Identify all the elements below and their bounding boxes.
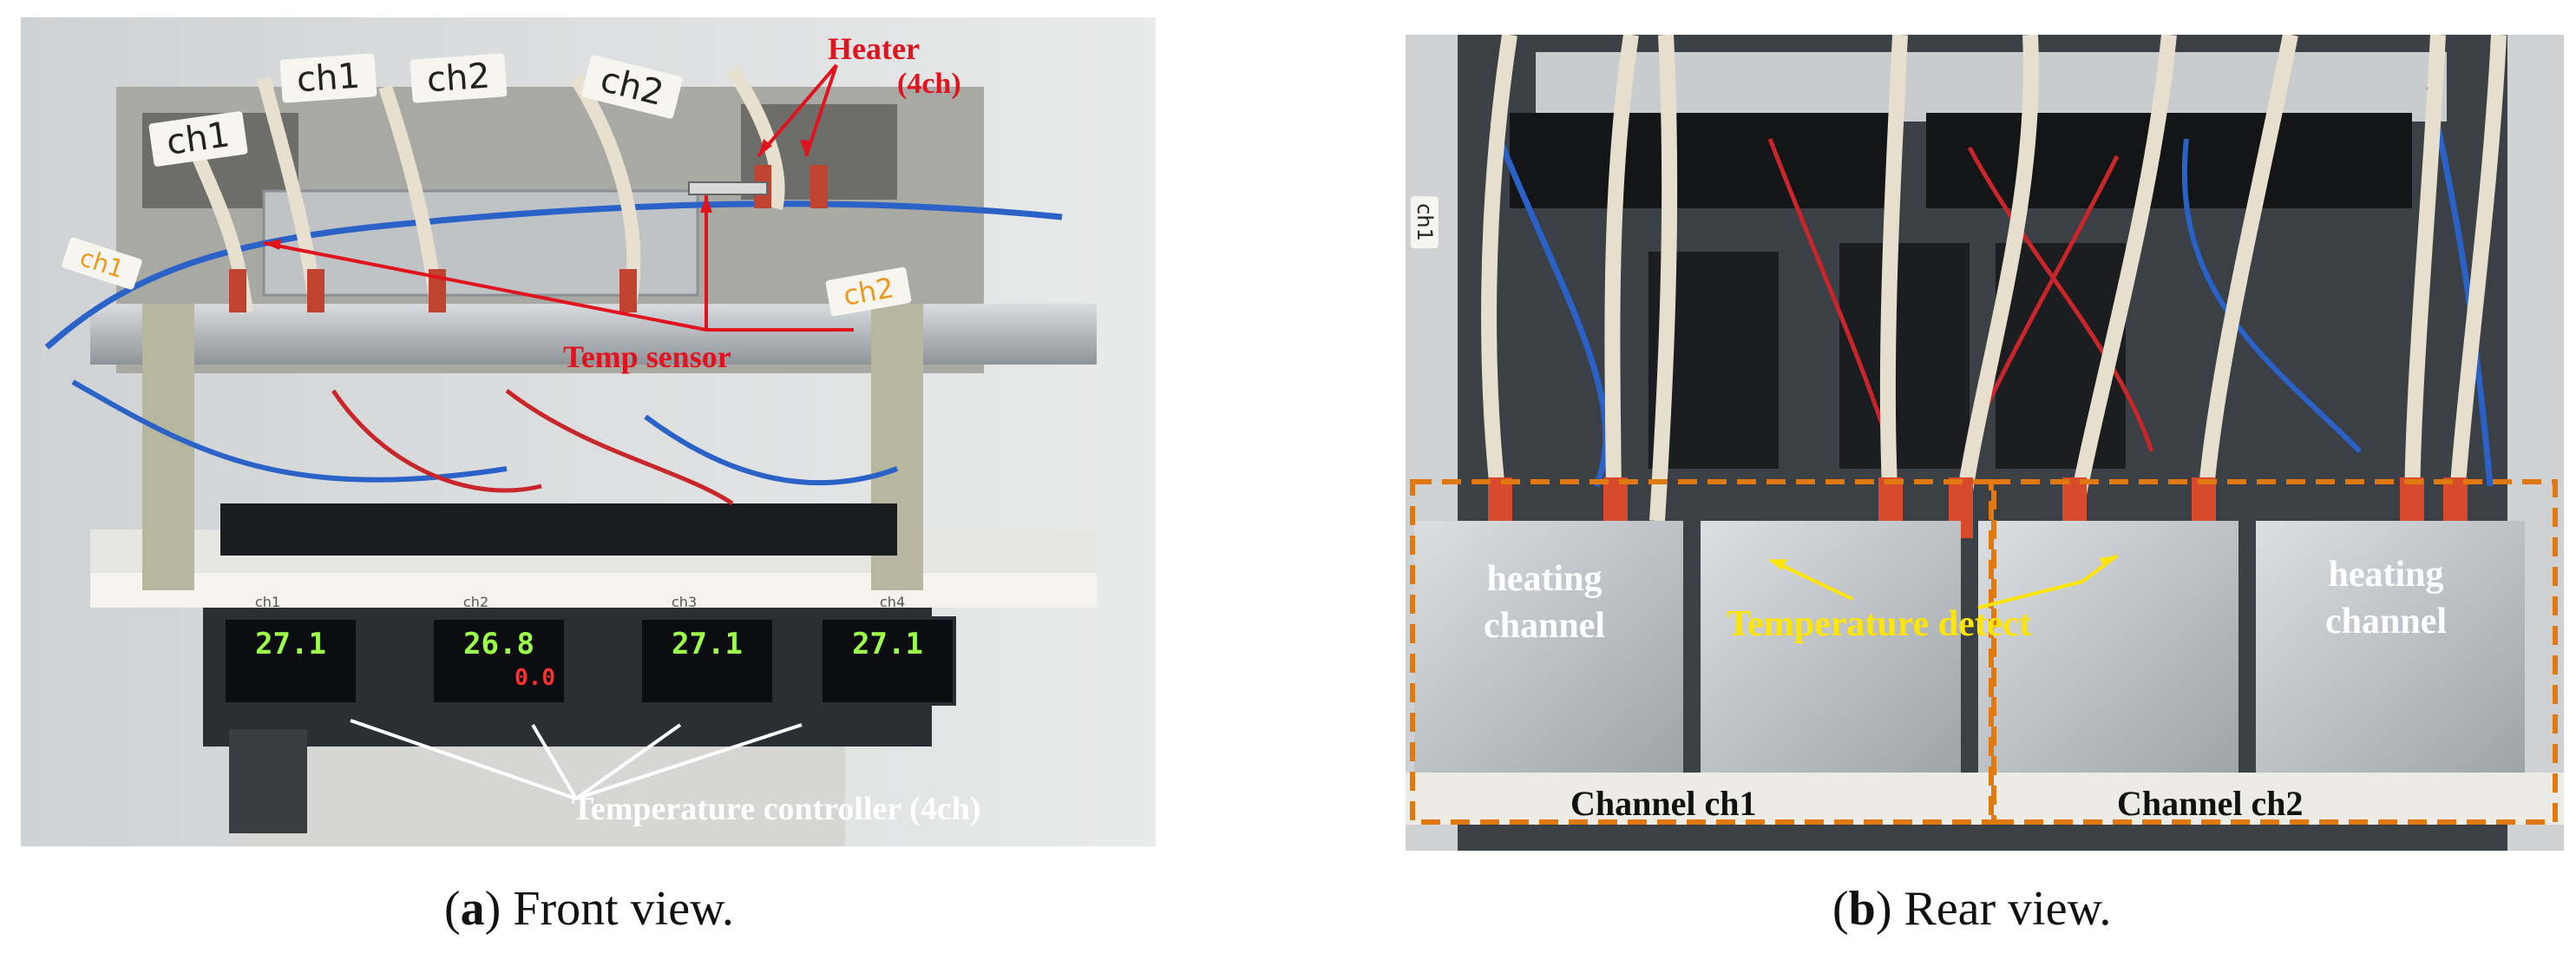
caption-front-view: (a) Front view. [444, 882, 734, 936]
channel-tag: ch1 [1410, 196, 1439, 248]
controller-reading: 27.1 [672, 627, 743, 661]
channel-ch1-label: Channel ch1 [1570, 784, 1757, 823]
controller-name: ch3 [672, 594, 698, 610]
controller-setpoint: 0.0 [515, 665, 555, 691]
heating-channel-line: channel [1484, 606, 1606, 646]
heating-channel-line: heating [1486, 559, 1603, 599]
controller-reading: 27.1 [255, 627, 326, 661]
controller-display: 27.1 [639, 616, 776, 706]
caption-text: Front view. [513, 882, 734, 936]
heating-channel-line: channel [2325, 602, 2448, 641]
front-view-scene [21, 17, 1156, 846]
temperature-controller-label: Temperature controller (4ch) [572, 791, 981, 827]
caption-letter: b [1848, 882, 1876, 936]
temperature-detect-label: Temperature detect [1727, 604, 2032, 644]
rear-view-photo: ch1 heating channel heating channel Temp… [1406, 35, 2564, 851]
front-view-photo: ch1 ch1 ch2 ch2 ch1 ch2 Heater (4ch) Tem… [21, 17, 1156, 846]
rear-view-scene [1406, 35, 2564, 851]
heater-label: Heater [828, 31, 920, 66]
heating-channel-line: heating [2328, 555, 2444, 595]
controller-name: ch1 [255, 594, 281, 610]
heater-channel-count: (4ch) [897, 68, 961, 100]
caption-letter: a [460, 882, 485, 936]
controller-name: ch2 [463, 594, 489, 610]
controller-display: 27.1 [222, 616, 359, 706]
channel-tag: ch2 [410, 53, 508, 103]
controller-reading: 27.1 [852, 627, 923, 661]
temp-sensor-label: Temp sensor [563, 339, 731, 374]
caption-rear-view: (b) Rear view. [1832, 882, 2112, 936]
heating-channel-label-left: heating channel [1484, 556, 1605, 649]
controller-reading: 26.8 [463, 627, 534, 661]
caption-text: Rear view. [1904, 882, 2112, 936]
heating-channel-label-right: heating channel [2325, 551, 2447, 645]
channel-tag: ch1 [279, 53, 377, 103]
controller-display: 27.1 [819, 616, 956, 706]
controller-name: ch4 [880, 594, 906, 610]
controller-display: 26.8 0.0 [430, 616, 567, 706]
channel-ch2-label: Channel ch2 [2117, 784, 2304, 823]
